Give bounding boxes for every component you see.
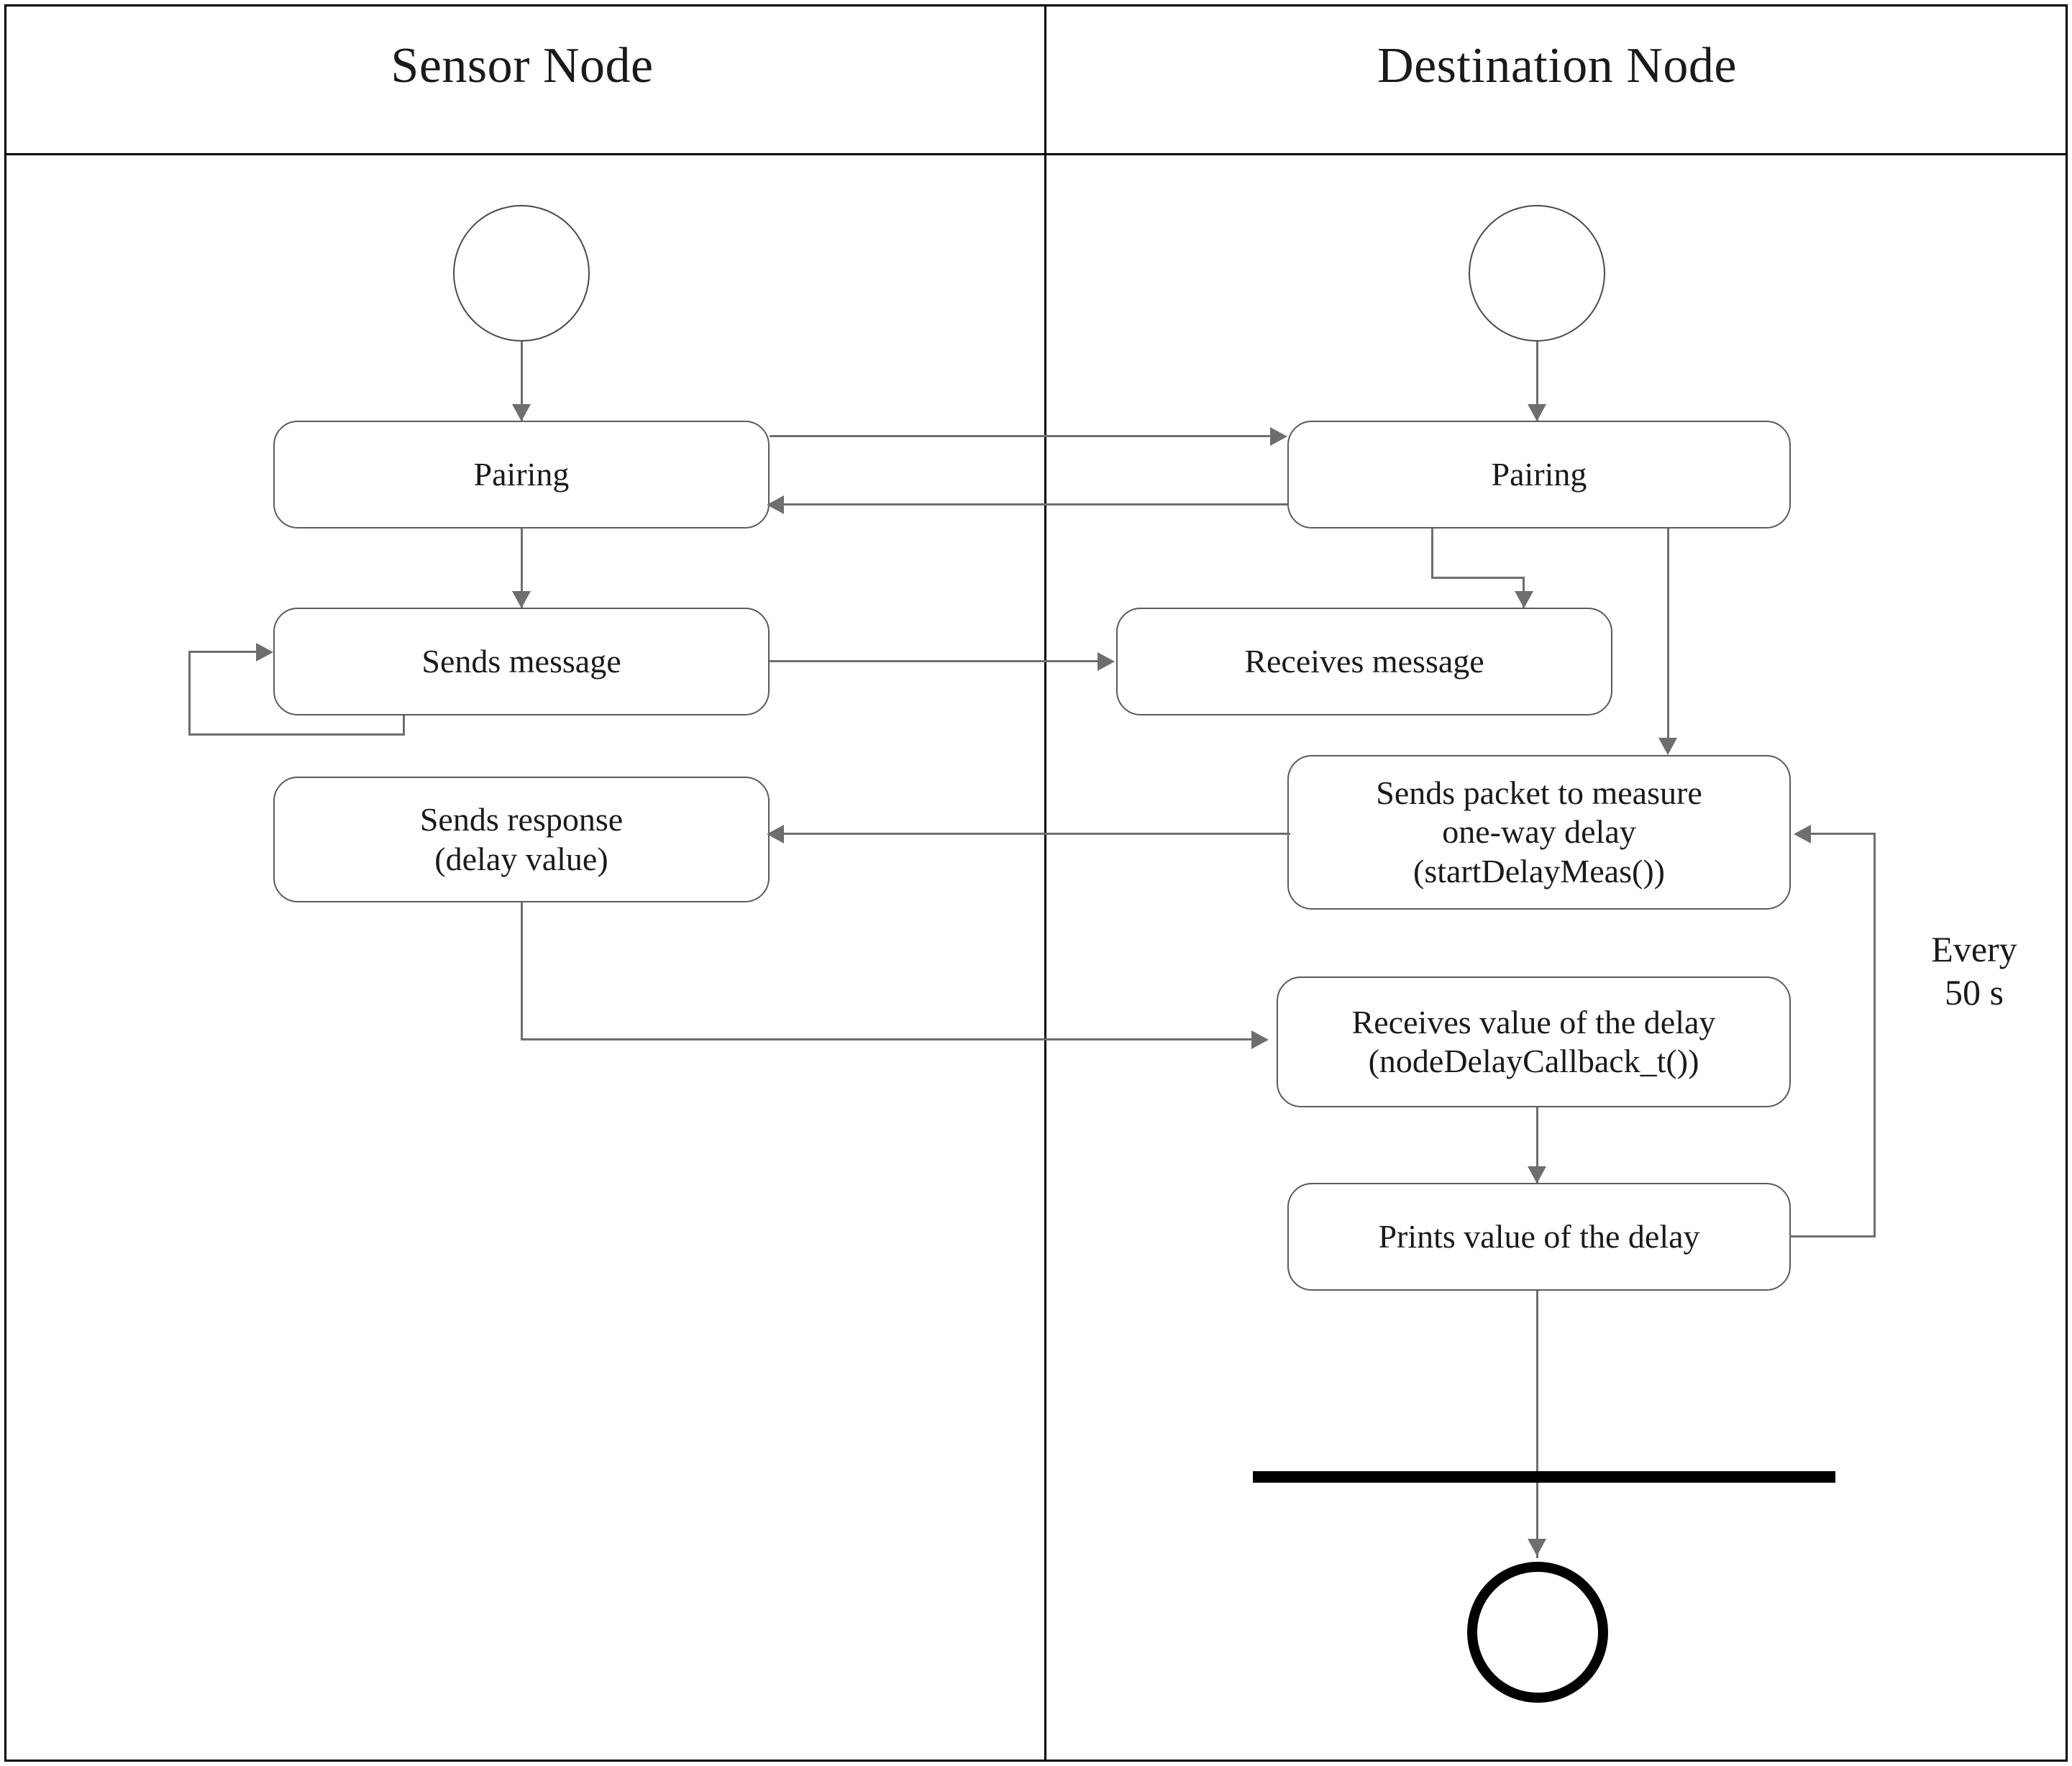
arrowhead-sends-response-to-receives-value [1251,1030,1269,1049]
arrowhead-sends-to-receives-message [1097,652,1115,671]
connector-sensor-selfloop-up [188,651,191,736]
node-dest-prints-value: Prints value of the delay [1287,1183,1791,1291]
loop-annotation-every-50s: Every 50 s [1931,929,2017,1012]
connector-sends-response-to-receives-value-a [521,902,523,1040]
node-dest-receives-message-label: Receives message [1244,642,1484,680]
final-node-destination [1467,1562,1608,1703]
arrowhead-dest-pairing-to-sends-packet [1658,738,1677,755]
node-sensor-sends-message: Sends message [273,608,770,715]
connector-sensor-selfloop-into-node [188,651,257,653]
arrowhead-sensor-start-to-pairing [512,404,531,421]
node-sensor-sends-message-label: Sends message [421,642,621,680]
diagram-frame [4,4,2068,1762]
connector-sends-packet-to-sends-response [784,833,1290,835]
start-node-destination [1469,205,1605,342]
connector-dest-pairing-to-receives-b [1431,577,1525,579]
node-dest-receives-value-label: Receives value of the delay (nodeDelayCa… [1351,1003,1716,1079]
swimlane-header-divider [4,153,2068,155]
synchronization-bar [1253,1471,1835,1483]
arrowhead-loop-into-sends-packet [1794,825,1811,843]
arrowhead-pairing-sensor-to-dest [1270,427,1287,446]
swimlane-title-destination: Destination Node [1377,38,1737,93]
node-dest-receives-message: Receives message [1116,608,1612,715]
arrowhead-sensor-selfloop [256,643,273,662]
connector-dest-pairing-to-sends-packet [1667,529,1669,751]
connector-dest-start-to-pairing [1536,342,1538,421]
arrowhead-sends-packet-to-sends-response [767,825,784,843]
node-dest-sends-packet: Sends packet to measure one-way delay (s… [1287,755,1791,910]
connector-loop-top [1811,833,1876,835]
start-node-sensor [453,205,590,342]
connector-sends-to-receives-message [770,660,1100,662]
node-dest-sends-packet-label: Sends packet to measure one-way delay (s… [1376,774,1702,889]
node-dest-prints-value-label: Prints value of the delay [1378,1217,1700,1255]
node-dest-pairing-label: Pairing [1491,455,1587,493]
arrowhead-sensor-pairing-to-sends-message [512,591,531,608]
arrowhead-pairing-dest-to-sensor [767,495,784,514]
node-sensor-pairing-label: Pairing [473,455,570,493]
arrowhead-receives-value-to-prints-value [1528,1166,1546,1184]
node-dest-receives-value: Receives value of the delay (nodeDelayCa… [1277,976,1791,1107]
arrowhead-dest-pairing-to-receives [1515,591,1533,608]
node-sensor-sends-response: Sends response (delay value) [273,777,770,902]
connector-prints-value-to-sync-bar [1536,1291,1538,1478]
arrowhead-dest-start-to-pairing [1528,404,1546,421]
connector-loop-right [1874,833,1876,1237]
connector-sensor-start-to-pairing [521,342,523,421]
node-dest-pairing: Pairing [1287,421,1791,529]
connector-loop-bottom [1789,1235,1876,1237]
node-sensor-pairing: Pairing [273,421,770,529]
connector-sensor-pairing-to-sends-message [521,529,523,608]
connector-pairing-dest-to-sensor [784,503,1287,505]
arrowhead-sync-bar-to-final [1528,1539,1546,1556]
connector-receives-value-to-prints-value [1536,1107,1538,1183]
connector-sync-bar-to-final [1536,1483,1538,1558]
connector-sends-response-to-receives-value-b [521,1038,1254,1040]
node-sensor-sends-response-label: Sends response (delay value) [419,801,624,877]
swimlane-title-sensor: Sensor Node [391,38,654,93]
connector-sensor-selfloop-bottom [188,733,404,736]
connector-pairing-sensor-to-dest [770,435,1273,437]
connector-sensor-selfloop-down [403,715,405,736]
swimlane-divider [1044,4,1046,1762]
connector-dest-pairing-to-receives-a [1431,529,1433,579]
